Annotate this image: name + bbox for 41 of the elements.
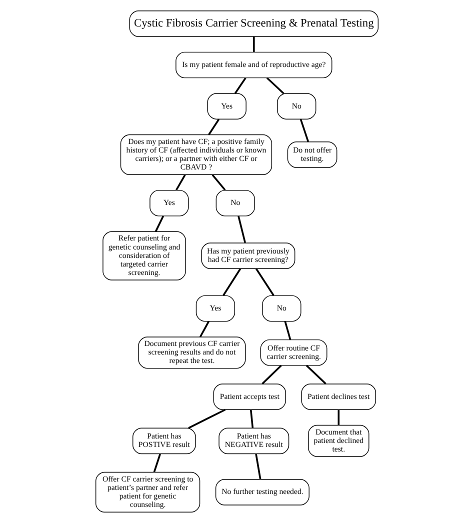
node-box: No bbox=[216, 190, 255, 216]
node-box: Offer CF carrier screening to patient’s partner and refer patient for genetic counseling. bbox=[96, 472, 200, 512]
node-box: Patient has POSTIVE result bbox=[132, 428, 196, 454]
connector bbox=[262, 364, 282, 384]
connector bbox=[300, 119, 309, 142]
node-box: Is my patient female and of reproductive age? bbox=[176, 52, 332, 78]
connector bbox=[176, 174, 186, 190]
node-box: Document that patient declined test. bbox=[308, 424, 370, 457]
connector bbox=[253, 36, 255, 52]
connector bbox=[266, 77, 284, 94]
connector bbox=[199, 320, 210, 338]
connector bbox=[255, 268, 274, 296]
connector bbox=[255, 454, 262, 480]
node-box: No bbox=[277, 93, 316, 120]
connector bbox=[306, 364, 326, 384]
connector bbox=[212, 174, 226, 191]
node-box: Yes bbox=[150, 190, 189, 216]
connector bbox=[234, 77, 246, 94]
node-box: Do not offer testing. bbox=[287, 142, 338, 168]
connector bbox=[154, 216, 164, 232]
connector bbox=[188, 408, 226, 429]
node-box: Does my patient have CF; a positive family history of CF (affected individuals or known carriers); or a partner with either CF or CBAVD ? bbox=[120, 134, 272, 175]
connector bbox=[208, 118, 220, 136]
node-box: No further testing needed. bbox=[215, 479, 310, 506]
connector bbox=[238, 216, 246, 243]
node-box: Yes bbox=[196, 295, 236, 322]
node-box: Yes bbox=[207, 93, 246, 120]
connector bbox=[338, 410, 340, 426]
connector bbox=[284, 321, 292, 340]
node-box: Refer patient for genetic counseling and consideration of targeted carrier screening. bbox=[102, 231, 186, 280]
node-box: Offer routine CF carrier screening. bbox=[260, 339, 328, 366]
connector bbox=[250, 410, 254, 428]
node-box: Patient accepts test bbox=[213, 384, 286, 410]
node-box: No bbox=[262, 295, 302, 322]
connector bbox=[153, 454, 161, 472]
node-box: Patient declines test bbox=[301, 384, 376, 410]
node-box: Has my patient previously had CF carrier screening? bbox=[201, 242, 296, 269]
node-box: Cystic Fibrosis Carrier Screening & Prenatal Testing bbox=[129, 10, 378, 37]
node-box: Document previous CF carrier screening results and do not repeat the test. bbox=[138, 336, 246, 369]
connector bbox=[222, 268, 242, 296]
node-box: Patient has NEGATIVE result bbox=[218, 428, 290, 454]
